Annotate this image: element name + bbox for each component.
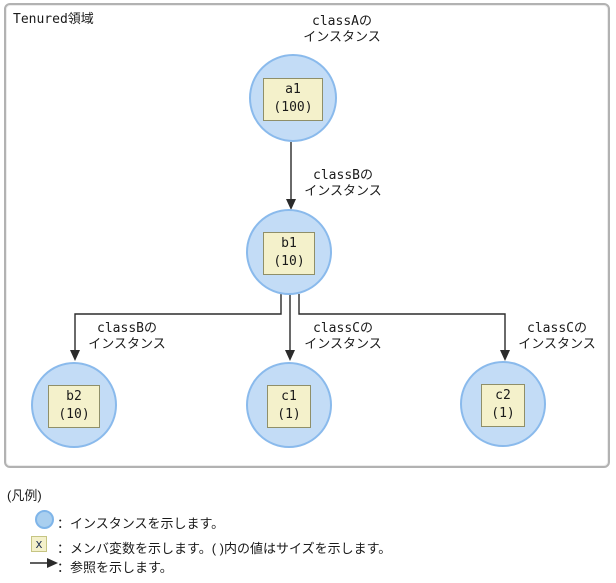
- instance-circle-c2: c2 (1): [460, 361, 546, 447]
- class-label-a1: classAの インスタンス: [303, 14, 380, 46]
- class-label-b1-line1: classBの: [313, 168, 373, 183]
- class-label-b2-line2: インスタンス: [88, 337, 166, 352]
- class-label-a1-line2: インスタンス: [303, 30, 381, 45]
- member-box-b1: b1 (10): [263, 232, 315, 275]
- member-box-icon-label: x: [35, 537, 43, 551]
- class-label-a1-line1: classAの: [312, 14, 372, 29]
- instance-circle-b1: b1 (10): [246, 209, 332, 295]
- member-size-c2: (1): [491, 406, 515, 421]
- class-label-c2-line1: classCの: [527, 321, 587, 336]
- class-label-c1: classCの インスタンス: [304, 321, 381, 353]
- member-name-b1: b1: [281, 236, 297, 251]
- legend-reference-text: ：参照を示します。: [57, 560, 173, 575]
- instance-circle-c1: c1 (1): [246, 362, 332, 448]
- instance-circle-a1: a1 (100): [249, 54, 337, 142]
- member-name-b2: b2: [66, 389, 82, 404]
- legend-member-text: ：メンバ変数を示します。( )内の値はサイズを示します。: [57, 541, 392, 556]
- class-label-c1-line1: classCの: [313, 321, 373, 336]
- tenured-region-title: Tenured領域: [13, 12, 94, 27]
- class-label-c1-line2: インスタンス: [304, 337, 382, 352]
- class-label-b1-line2: インスタンス: [304, 184, 382, 199]
- member-box-c1: c1 (1): [267, 385, 311, 428]
- member-size-a1: (100): [273, 100, 313, 115]
- member-size-c1: (1): [277, 407, 301, 422]
- member-size-b2: (10): [58, 407, 90, 422]
- member-box-c2: c2 (1): [481, 384, 525, 427]
- member-box-icon: x: [31, 536, 47, 552]
- class-label-c2-line2: インスタンス: [518, 337, 596, 352]
- legend-title: (凡例): [7, 488, 42, 503]
- member-name-a1: a1: [285, 82, 301, 97]
- class-label-b2-line1: classBの: [97, 321, 157, 336]
- class-label-b1: classBの インスタンス: [304, 168, 381, 200]
- member-name-c2: c2: [495, 388, 511, 403]
- instance-circle-b2: b2 (10): [31, 362, 117, 448]
- member-box-a1: a1 (100): [263, 78, 323, 121]
- member-name-c1: c1: [281, 389, 297, 404]
- member-box-b2: b2 (10): [48, 385, 100, 428]
- class-label-c2: classCの インスタンス: [518, 321, 595, 353]
- instance-circle-icon: [35, 510, 54, 529]
- legend-instance-text: ：インスタンスを示します。: [57, 516, 225, 531]
- reference-arrow-icon: [30, 558, 58, 568]
- class-label-b2: classBの インスタンス: [88, 321, 165, 353]
- member-size-b1: (10): [273, 254, 305, 269]
